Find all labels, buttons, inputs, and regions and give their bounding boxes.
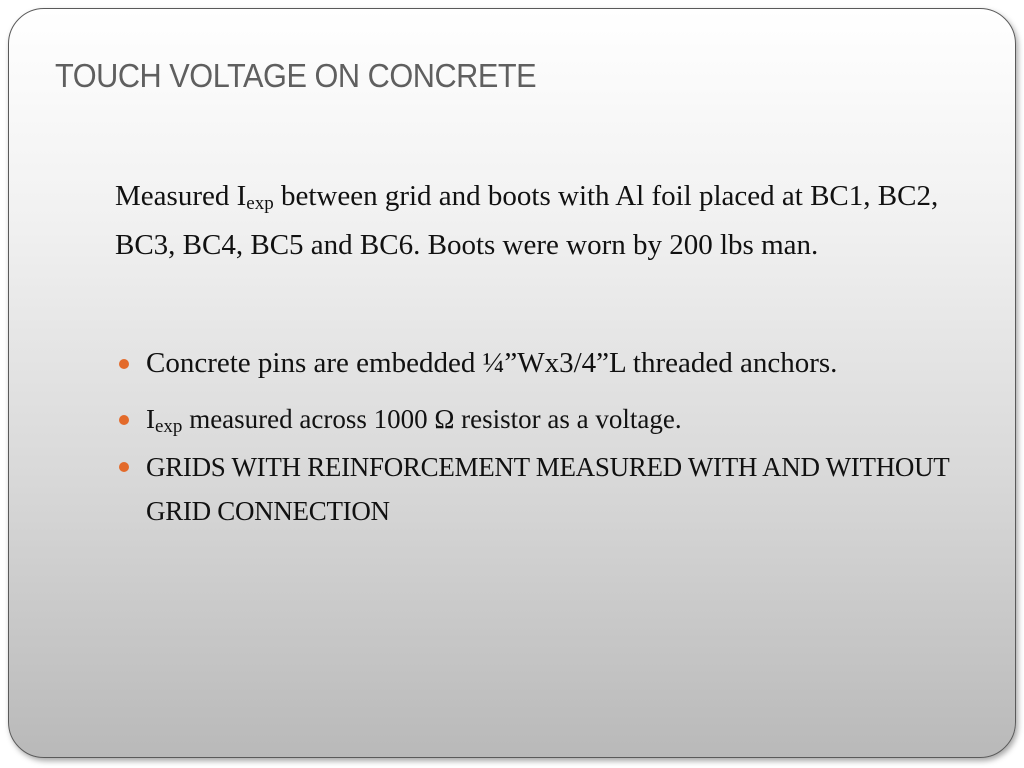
slide: TOUCH VOLTAGE ON CONCRETE Measured Iexp …	[8, 8, 1016, 758]
intro-paragraph: Measured Iexp between grid and boots wit…	[115, 172, 985, 270]
bullet-dot-icon	[119, 462, 129, 472]
intro-subscript: exp	[246, 193, 274, 214]
bullet-item-iexp-measured: Iexp measured across 1000 Ω resistor as …	[115, 397, 975, 441]
intro-suffix: between grid and boots with Al foil plac…	[115, 180, 939, 261]
bullet-list: Concrete pins are embedded ¼”Wx3/4”L thr…	[115, 339, 975, 533]
slide-title: TOUCH VOLTAGE ON CONCRETE	[55, 57, 537, 94]
bullet-subscript: exp	[155, 416, 183, 437]
bullet-item-grids: GRIDS WITH REINFORCEMENT MEASURED WITH A…	[115, 445, 975, 533]
bullet-dot-icon	[119, 415, 129, 425]
bullet-prefix: I	[146, 404, 155, 434]
bullet-dot-icon	[119, 359, 129, 369]
bullet-text: GRIDS WITH REINFORCEMENT MEASURED WITH A…	[146, 452, 949, 526]
bullet-item-concrete-pins: Concrete pins are embedded ¼”Wx3/4”L thr…	[115, 339, 975, 388]
intro-prefix: Measured I	[115, 180, 247, 212]
bullet-suffix: measured across 1000 Ω resistor as a vol…	[182, 404, 682, 434]
bullet-text: Concrete pins are embedded ¼”Wx3/4”L thr…	[146, 347, 838, 379]
